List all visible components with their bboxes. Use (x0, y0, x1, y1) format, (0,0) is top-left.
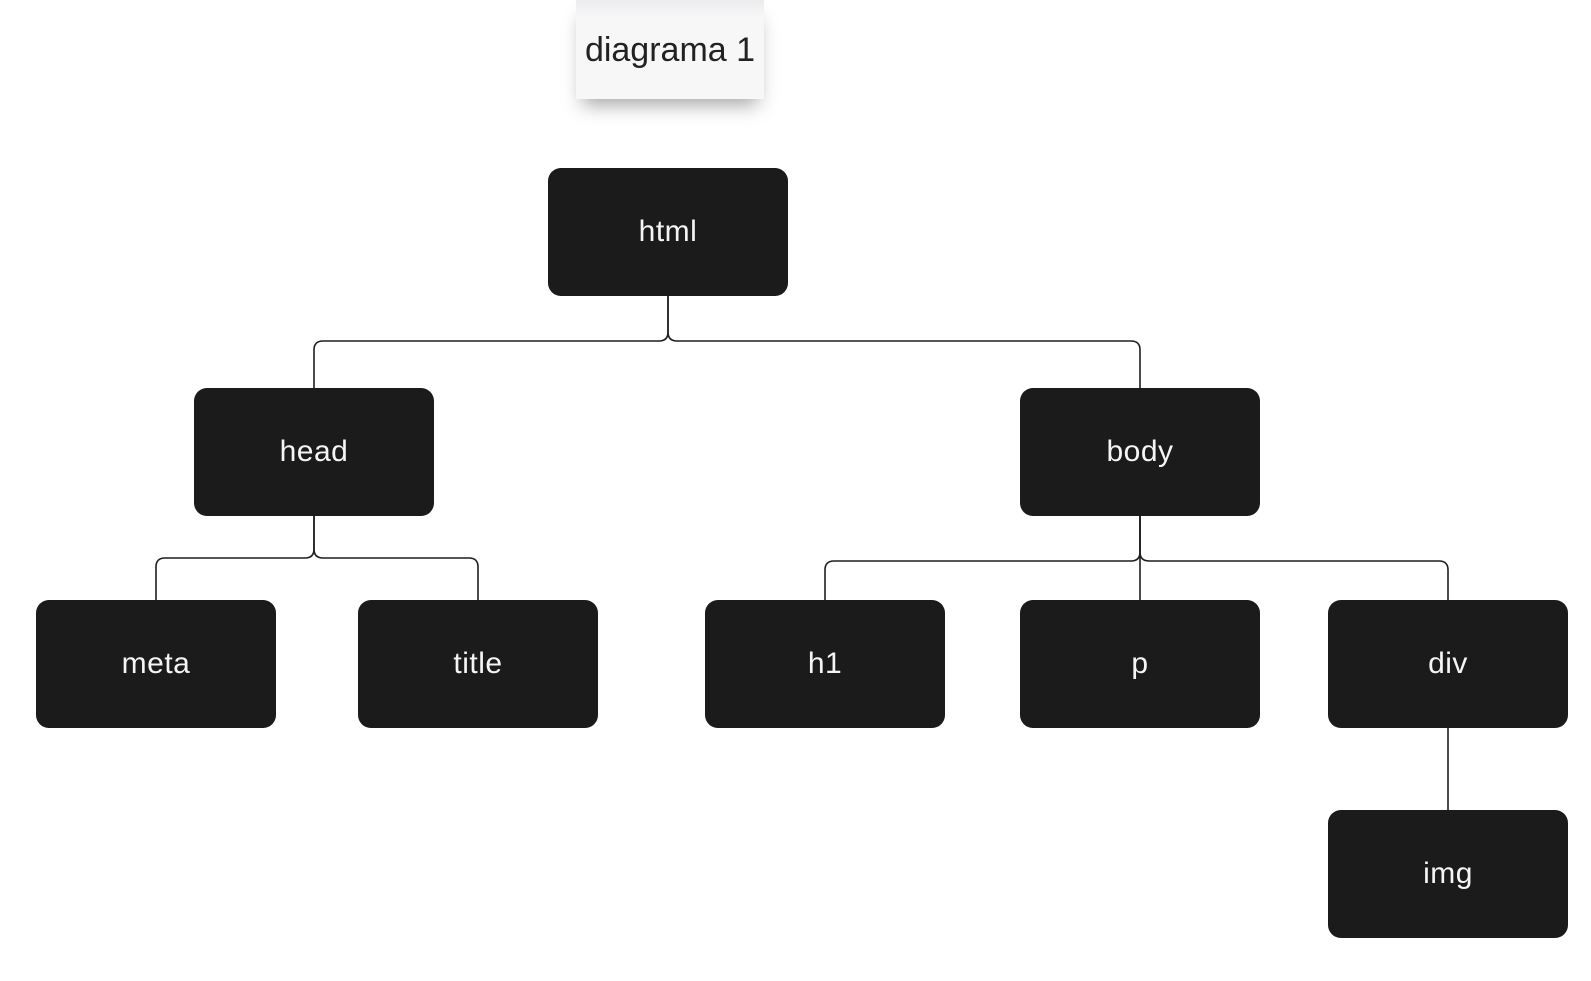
connector-html-body (667, 296, 1141, 388)
node-body-label: body (1106, 435, 1174, 468)
node-meta-label: meta (121, 647, 191, 680)
node-head[interactable]: head (194, 388, 434, 516)
node-html[interactable]: html (548, 168, 788, 296)
node-p[interactable]: p (1020, 600, 1260, 728)
sticky-note[interactable]: diagrama 1 (576, 0, 764, 99)
connector-head-title (313, 516, 479, 600)
connector-html-head (313, 296, 669, 388)
node-html-label: html (638, 215, 698, 248)
node-div-label: div (1428, 647, 1468, 680)
node-title[interactable]: title (358, 600, 598, 728)
node-head-label: head (279, 435, 349, 468)
connector-body-h1 (824, 516, 1141, 600)
node-h1[interactable]: h1 (705, 600, 945, 728)
node-div[interactable]: div (1328, 600, 1568, 728)
connector-body-div (1139, 516, 1449, 600)
sticky-note-label: diagrama 1 (584, 30, 756, 69)
node-title-label: title (453, 647, 503, 680)
node-meta[interactable]: meta (36, 600, 276, 728)
connector-head-meta (155, 516, 315, 600)
node-body[interactable]: body (1020, 388, 1260, 516)
node-p-label: p (1131, 647, 1149, 680)
node-img-label: img (1423, 857, 1473, 890)
node-img[interactable]: img (1328, 810, 1568, 938)
node-h1-label: h1 (807, 647, 843, 680)
